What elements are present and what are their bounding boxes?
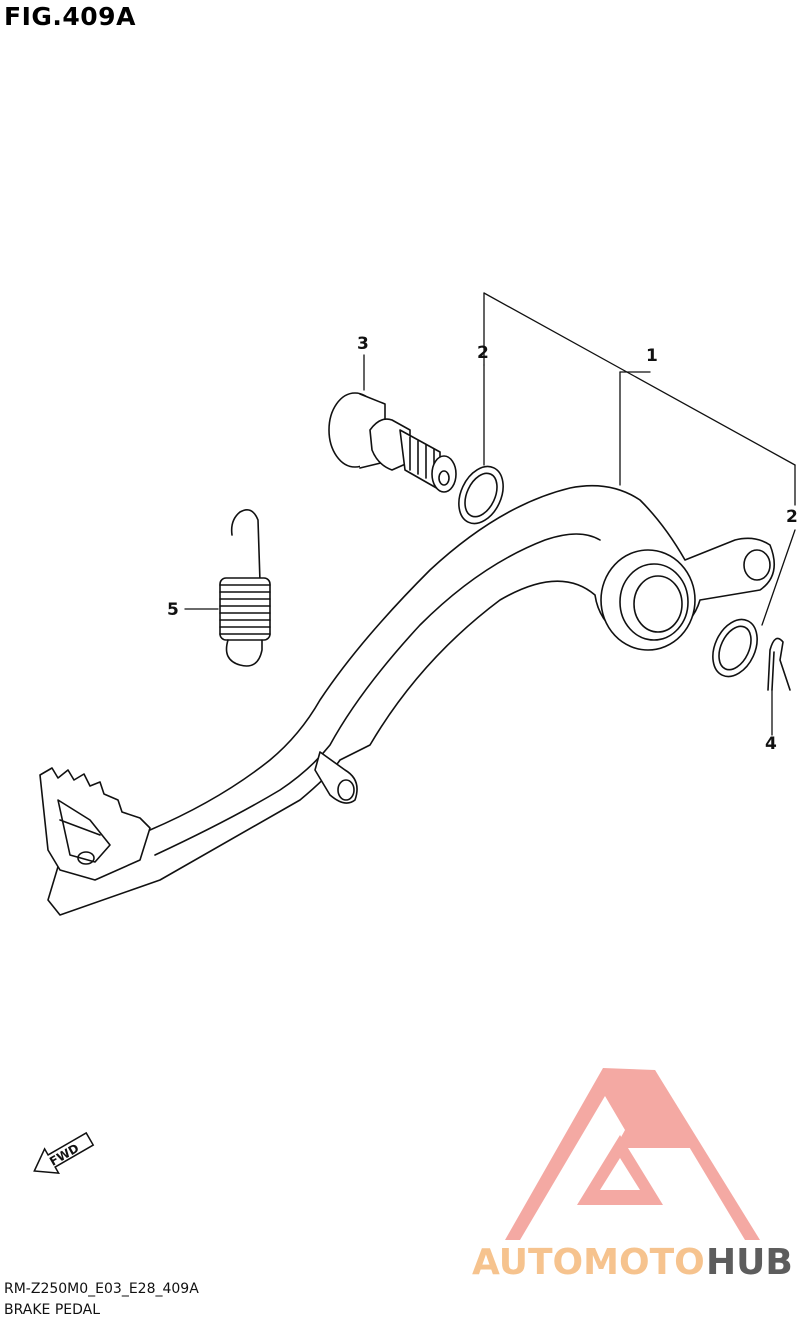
pivot-bolt <box>328 392 457 493</box>
callout-1: 1 <box>646 346 658 366</box>
watermark-text-2: HUB <box>706 1242 793 1283</box>
watermark-text-1: AUTOMOTO <box>472 1242 705 1283</box>
callout-3: 3 <box>357 334 369 354</box>
cotter-pin <box>767 637 791 691</box>
fwd-arrow: FWD <box>33 1131 95 1174</box>
figure-name: BRAKE PEDAL <box>4 1302 101 1318</box>
callout-2a: 2 <box>477 343 489 363</box>
brake-pedal <box>39 484 776 916</box>
o-ring-right <box>712 618 758 678</box>
callout-4: 4 <box>765 734 777 754</box>
o-ring-left <box>458 465 504 525</box>
callout-2b: 2 <box>786 507 798 527</box>
return-spring <box>219 509 271 667</box>
figure-code: RM-Z250M0_E03_E28_409A <box>4 1281 199 1297</box>
watermark-logo: AUTOMOTO HUB <box>472 1068 793 1283</box>
figure-title: FIG.409A <box>4 2 136 31</box>
leader-lines <box>184 292 796 736</box>
callout-5: 5 <box>167 600 179 620</box>
